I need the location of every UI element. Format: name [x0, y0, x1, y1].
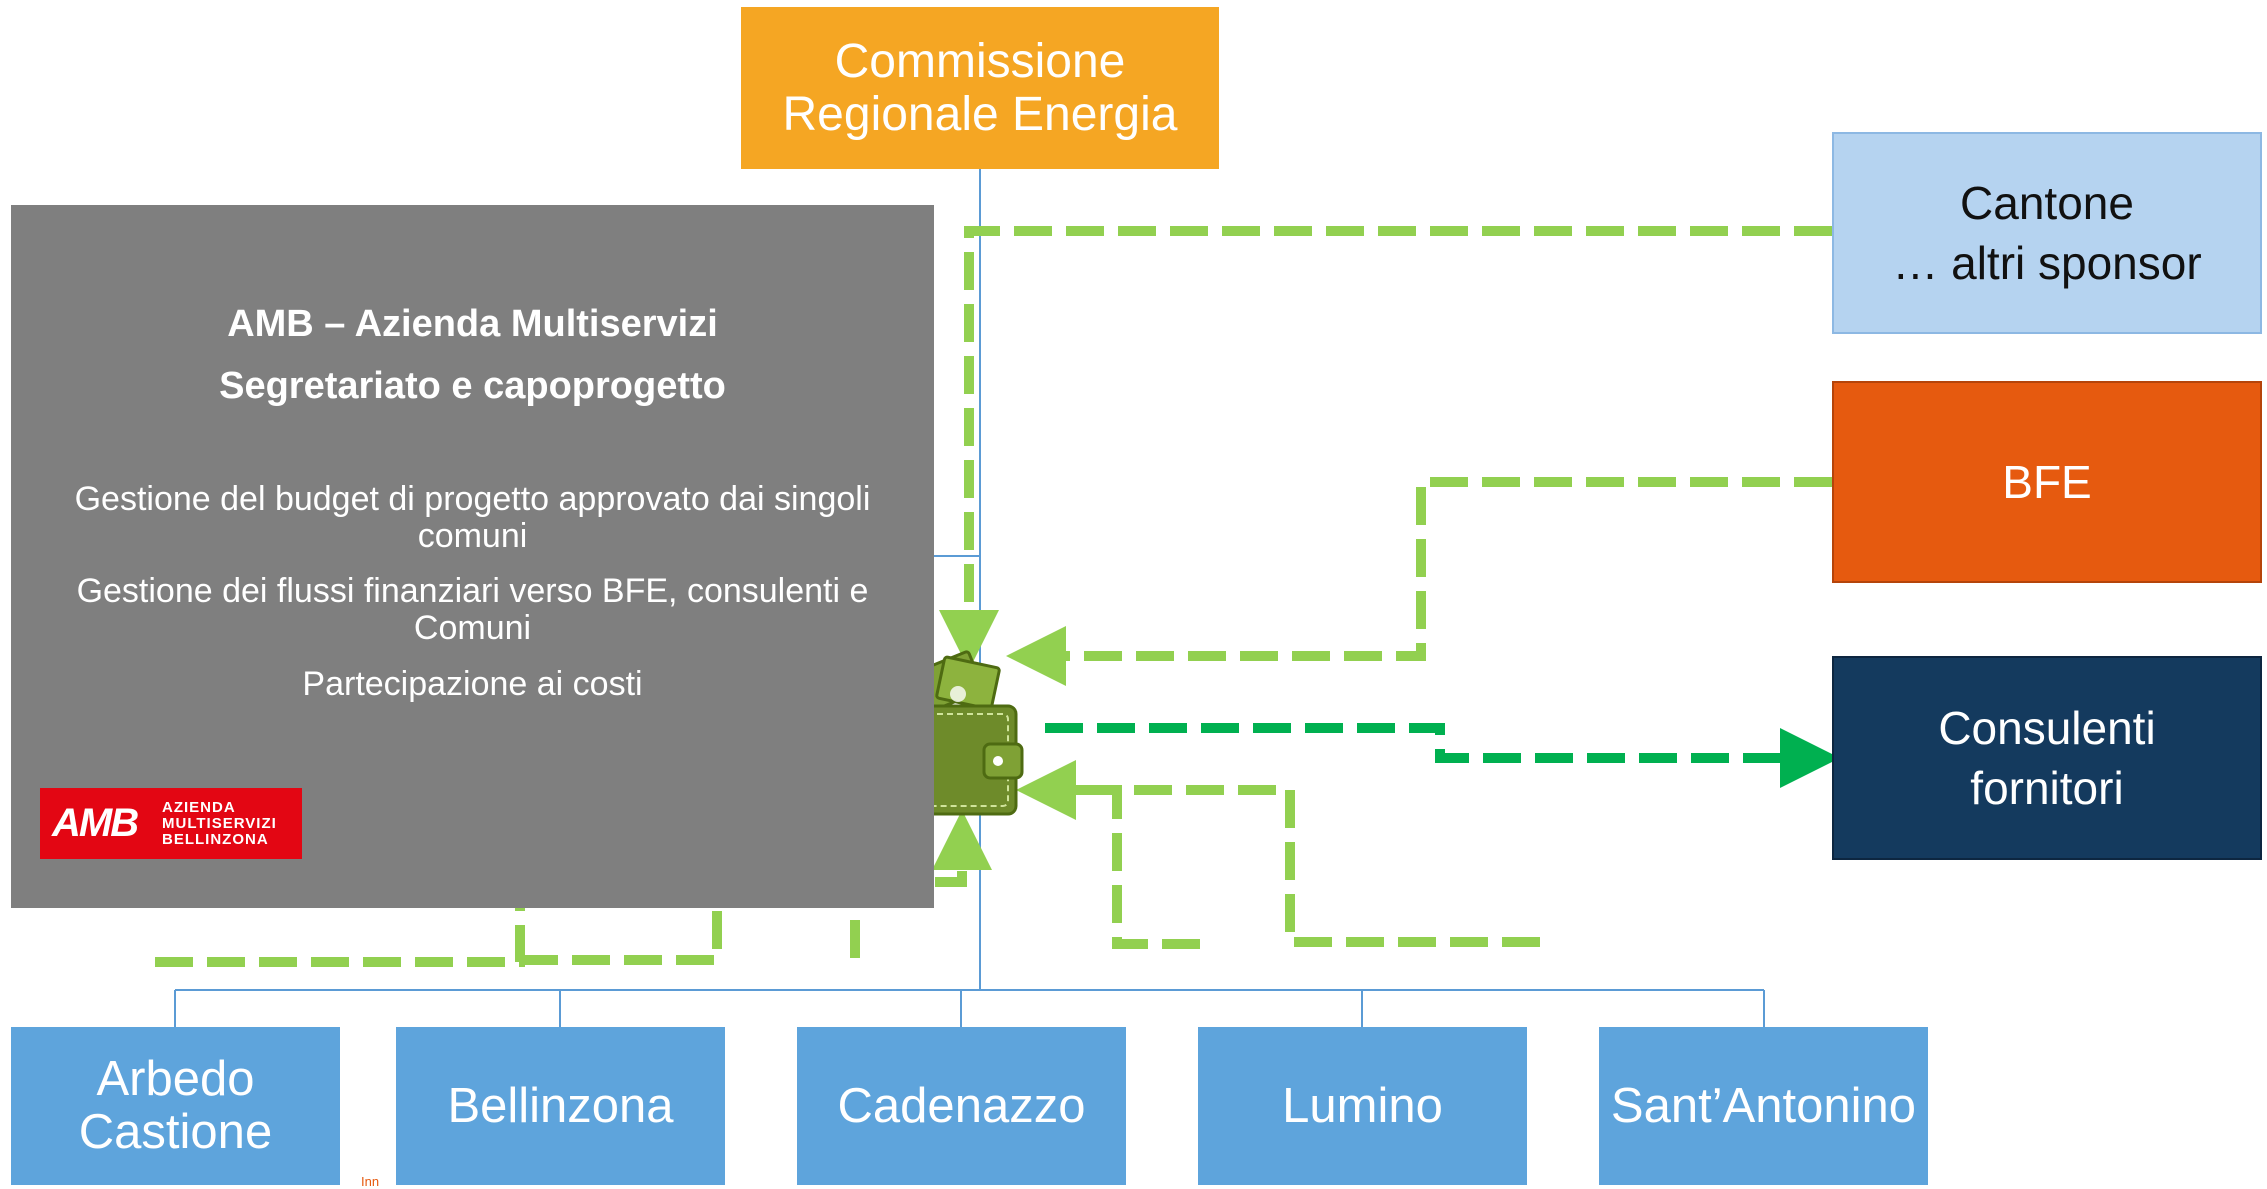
cantone-line2: … altri sponsor [1892, 237, 2202, 289]
amb-logo-line2: MULTISERVIZI [162, 814, 277, 832]
amb-logo-line3: BELLINZONA [162, 830, 269, 848]
commissione-line2: Regionale Energia [782, 88, 1178, 141]
amb-logo-mark: AMB [52, 801, 139, 845]
consulenti-fornitori-box: Consulenti fornitori [1832, 656, 2262, 860]
amb-item-line: comuni [417, 517, 528, 555]
amb-logo-text: AZIENDA MULTISERVIZI BELLINZONA [162, 798, 277, 848]
comune-arbedo-castione: Arbedo Castione [11, 1027, 340, 1185]
amb-item-line: Partecipazione ai costi [302, 665, 643, 703]
flow-cantone-to-wallet [939, 226, 1832, 670]
amb-item-costi: Partecipazione ai costi [21, 666, 924, 703]
amb-logo: AMB AZIENDA MULTISERVIZI BELLINZONA [40, 788, 302, 859]
amb-item-flussi: Gestione dei flussi finanziari verso BFE… [21, 573, 924, 647]
commissione-regionale-energia-box: Commissione Regionale Energia [741, 7, 1219, 169]
flow-bfe-to-wallet [1006, 477, 1832, 686]
flow-lumino-to-wallet [1046, 785, 1200, 949]
comune-santantonino: Sant’Antonino [1599, 1027, 1928, 1185]
cantone-box: Cantone … altri sponsor [1832, 132, 2262, 334]
commissione-line1: Commissione [834, 35, 1126, 88]
comune-line1: Bellinzona [447, 1078, 674, 1133]
amb-title-line1: AMB – Azienda Multiservizi [227, 303, 718, 345]
amb-item-line: Gestione del budget di progetto approvat… [74, 480, 871, 518]
consulenti-line1: Consulenti [1938, 702, 2156, 754]
comune-bellinzona: Bellinzona [396, 1027, 725, 1185]
amb-title: AMB – Azienda Multiservizi Segretariato … [11, 293, 934, 417]
comune-line1: Sant’Antonino [1610, 1078, 1917, 1133]
cantone-line1: Cantone [1960, 177, 2134, 229]
consulenti-line2: fornitori [1970, 762, 2124, 814]
bfe-box: BFE [1832, 381, 2262, 583]
flow-wallet-to-consulenti [1045, 723, 1840, 788]
flow-santantonino-to-wallet [1016, 760, 1540, 947]
comune-cadenazzo: Cadenazzo [797, 1027, 1126, 1185]
comune-line1: Lumino [1282, 1078, 1443, 1133]
amb-item-line: Comuni [413, 609, 532, 647]
flow-bellinzona-branch [520, 728, 722, 965]
amb-panel: AMB – Azienda Multiservizi Segretariato … [11, 205, 934, 908]
comune-line1: Cadenazzo [837, 1078, 1086, 1133]
amb-item-budget: Gestione del budget di progetto approvat… [21, 481, 924, 555]
amb-logo-line1: AZIENDA [162, 798, 236, 816]
comune-line1: Arbedo [96, 1052, 255, 1106]
comune-line2: Castione [78, 1105, 273, 1159]
amb-item-line: Gestione dei flussi finanziari verso BFE… [76, 572, 869, 610]
comune-lumino: Lumino [1198, 1027, 1527, 1185]
bfe-label: BFE [2002, 456, 2092, 508]
footer-fragment: Inn [361, 1174, 380, 1189]
amb-title-line2: Segretariato e capoprogetto [219, 365, 726, 407]
